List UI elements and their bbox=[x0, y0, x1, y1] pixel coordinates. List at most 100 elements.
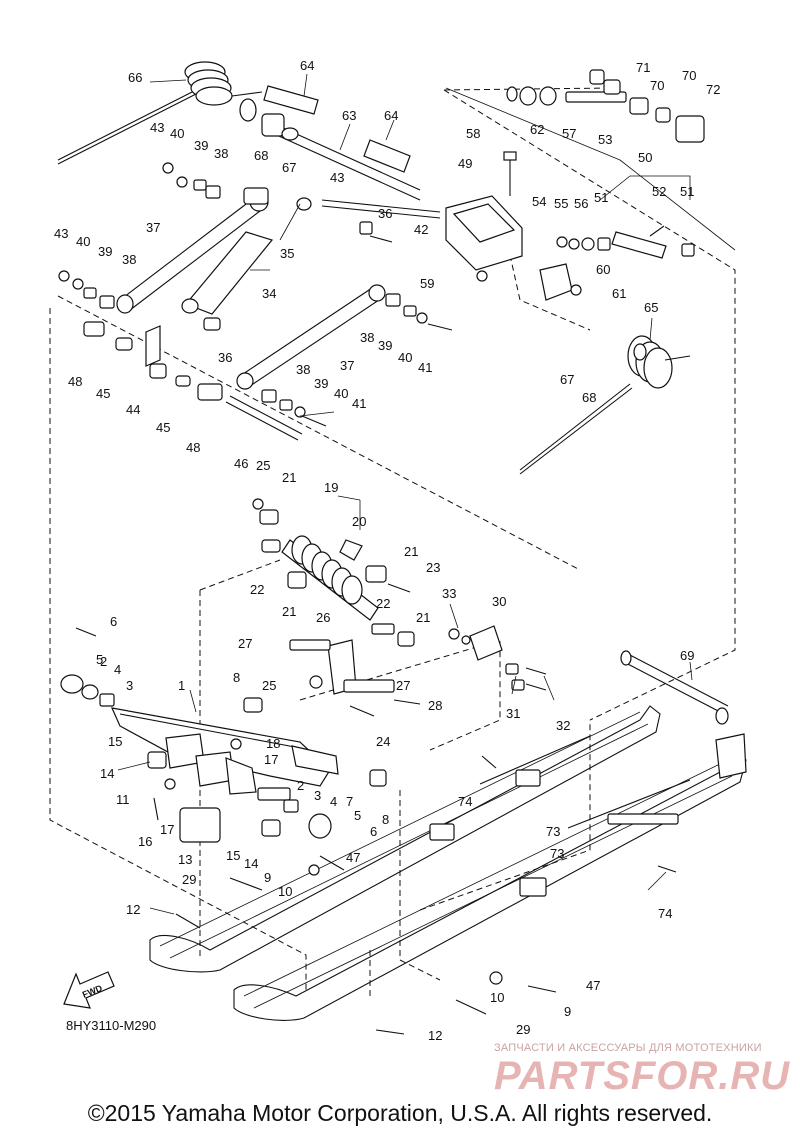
label-46: 46 bbox=[234, 456, 248, 471]
label-54: 54 bbox=[532, 194, 546, 209]
label-57: 57 bbox=[562, 126, 576, 141]
group-frames bbox=[49, 87, 736, 1000]
bracket-49 bbox=[321, 151, 582, 301]
slide-rail-right bbox=[233, 733, 747, 1021]
hardware-upper-left bbox=[58, 162, 453, 427]
fwd-arrow: FWD bbox=[63, 971, 115, 1009]
label-70b: 70 bbox=[682, 68, 696, 83]
watermark-subtitle: ЗАПЧАСТИ И АКСЕССУАРЫ ДЛЯ МОТОТЕХНИКИ bbox=[494, 1042, 762, 1054]
label-29: 29 bbox=[182, 872, 196, 887]
label-11: 11 bbox=[116, 792, 130, 807]
label-27: 27 bbox=[238, 636, 252, 651]
label-39d: 39 bbox=[314, 376, 328, 391]
label-3: 3 bbox=[126, 678, 133, 693]
label-67b: 67 bbox=[560, 372, 574, 387]
label-42: 42 bbox=[414, 222, 428, 237]
label-51: 51 bbox=[594, 190, 608, 205]
label-25b: 25 bbox=[262, 678, 276, 693]
label-33: 33 bbox=[442, 586, 456, 601]
label-28: 28 bbox=[428, 698, 442, 713]
label-67: 67 bbox=[282, 160, 296, 175]
label-12b: 12 bbox=[428, 1028, 442, 1043]
label-10b: 10 bbox=[490, 990, 504, 1005]
label-22b: 22 bbox=[376, 596, 390, 611]
label-56: 56 bbox=[574, 196, 588, 211]
label-22: 22 bbox=[250, 582, 264, 597]
label-45b: 45 bbox=[156, 420, 170, 435]
label-14: 14 bbox=[100, 766, 114, 781]
label-7: 7 bbox=[346, 794, 353, 809]
label-36: 36 bbox=[218, 350, 232, 365]
label-2b: 2 bbox=[100, 654, 107, 669]
label-6b: 6 bbox=[370, 824, 377, 839]
label-50: 50 bbox=[638, 150, 652, 165]
label-48b: 48 bbox=[186, 440, 200, 455]
arm-37-upper bbox=[116, 187, 312, 315]
front-arm-1 bbox=[60, 627, 387, 843]
label-19: 19 bbox=[324, 480, 338, 495]
label-38c: 38 bbox=[360, 330, 374, 345]
label-35: 35 bbox=[280, 246, 294, 261]
label-8: 8 bbox=[233, 670, 240, 685]
label-52: 52 bbox=[652, 184, 666, 199]
shaft-63 bbox=[239, 85, 647, 361]
label-40c: 40 bbox=[398, 350, 412, 365]
label-71: 71 bbox=[636, 60, 650, 75]
label-15b: 15 bbox=[226, 848, 240, 863]
label-21b: 21 bbox=[404, 544, 418, 559]
label-14b: 14 bbox=[244, 856, 258, 871]
label-38b: 38 bbox=[122, 252, 136, 267]
slide-rail-left bbox=[149, 705, 661, 973]
label-12: 12 bbox=[126, 902, 140, 917]
label-18: 18 bbox=[266, 736, 280, 751]
label-30: 30 bbox=[492, 594, 506, 609]
label-38: 38 bbox=[214, 146, 228, 161]
label-27b: 27 bbox=[396, 678, 410, 693]
label-36b: 36 bbox=[378, 206, 392, 221]
label-47: 47 bbox=[346, 850, 360, 865]
bracket-30 bbox=[448, 625, 547, 691]
label-60: 60 bbox=[596, 262, 610, 277]
label-62: 62 bbox=[530, 122, 544, 137]
label-25: 25 bbox=[256, 458, 270, 473]
label-17: 17 bbox=[160, 822, 174, 837]
label-21: 21 bbox=[282, 470, 296, 485]
label-40d: 40 bbox=[334, 386, 348, 401]
label-40b: 40 bbox=[76, 234, 90, 249]
label-9: 9 bbox=[264, 870, 271, 885]
label-61: 61 bbox=[612, 286, 626, 301]
label-73: 73 bbox=[546, 824, 560, 839]
leader-lines bbox=[117, 73, 736, 915]
label-74: 74 bbox=[458, 794, 472, 809]
label-65: 65 bbox=[644, 300, 658, 315]
label-63: 63 bbox=[342, 108, 356, 123]
label-4b: 4 bbox=[330, 794, 337, 809]
label-16: 16 bbox=[138, 834, 152, 849]
label-20: 20 bbox=[352, 514, 366, 529]
pin-50 bbox=[556, 175, 695, 259]
label-37: 37 bbox=[146, 220, 160, 235]
label-9b: 9 bbox=[564, 1004, 571, 1019]
copyright-notice: ©2015 Yamaha Motor Corporation, U.S.A. A… bbox=[87, 1100, 713, 1126]
spring-65 bbox=[519, 335, 691, 475]
label-45: 45 bbox=[96, 386, 110, 401]
label-37b: 37 bbox=[340, 358, 354, 373]
label-38d: 38 bbox=[296, 362, 310, 377]
label-34: 34 bbox=[262, 286, 276, 301]
label-68: 68 bbox=[254, 148, 268, 163]
label-44: 44 bbox=[126, 402, 140, 417]
bracket-44 bbox=[83, 317, 303, 441]
shock-19 bbox=[252, 498, 415, 647]
label-59: 59 bbox=[420, 276, 434, 291]
label-5: 5 bbox=[96, 652, 103, 667]
part-labels: 1 2 2 3 3 4 4 5 5 6 6 7 8 8 9 9 10 10 11… bbox=[54, 58, 720, 1043]
label-21c: 21 bbox=[282, 604, 296, 619]
label-43: 43 bbox=[150, 120, 164, 135]
label-70: 70 bbox=[650, 78, 664, 93]
label-43b: 43 bbox=[54, 226, 68, 241]
label-23: 23 bbox=[426, 560, 440, 575]
label-47b: 47 bbox=[586, 978, 600, 993]
arm-37-lower bbox=[236, 284, 386, 390]
label-39b: 39 bbox=[98, 244, 112, 259]
